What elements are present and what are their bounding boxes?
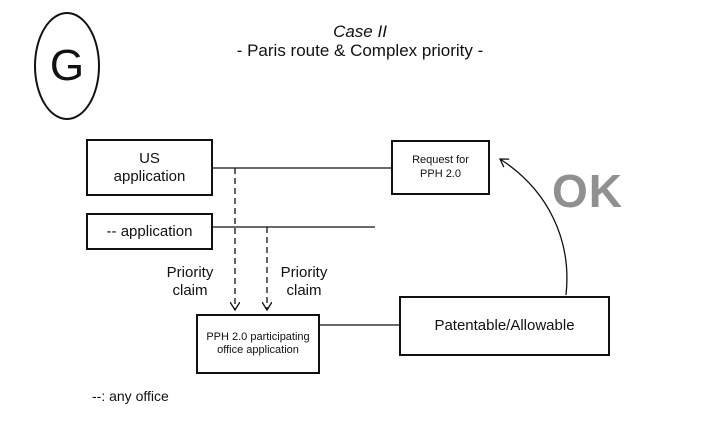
- us-application-box: US application: [86, 139, 213, 196]
- any-application-box: -- application: [86, 213, 213, 250]
- patentable-box: Patentable/Allowable: [399, 296, 610, 356]
- priority-claim-label-1: Priority claim: [152, 264, 228, 300]
- ok-label: OK: [552, 164, 623, 218]
- request-pph-label: Request for PPH 2.0: [406, 154, 476, 180]
- request-pph-box: Request for PPH 2.0: [391, 140, 490, 195]
- us-application-label: US application: [110, 150, 190, 186]
- patentable-label: Patentable/Allowable: [434, 317, 574, 335]
- legend-note: --: any office: [92, 388, 169, 404]
- priority-claim-label-2: Priority claim: [266, 264, 342, 300]
- pph-office-application-label: PPH 2.0 participating office application: [206, 331, 310, 357]
- any-application-label: -- application: [107, 223, 193, 241]
- pph-office-application-box: PPH 2.0 participating office application: [196, 314, 320, 374]
